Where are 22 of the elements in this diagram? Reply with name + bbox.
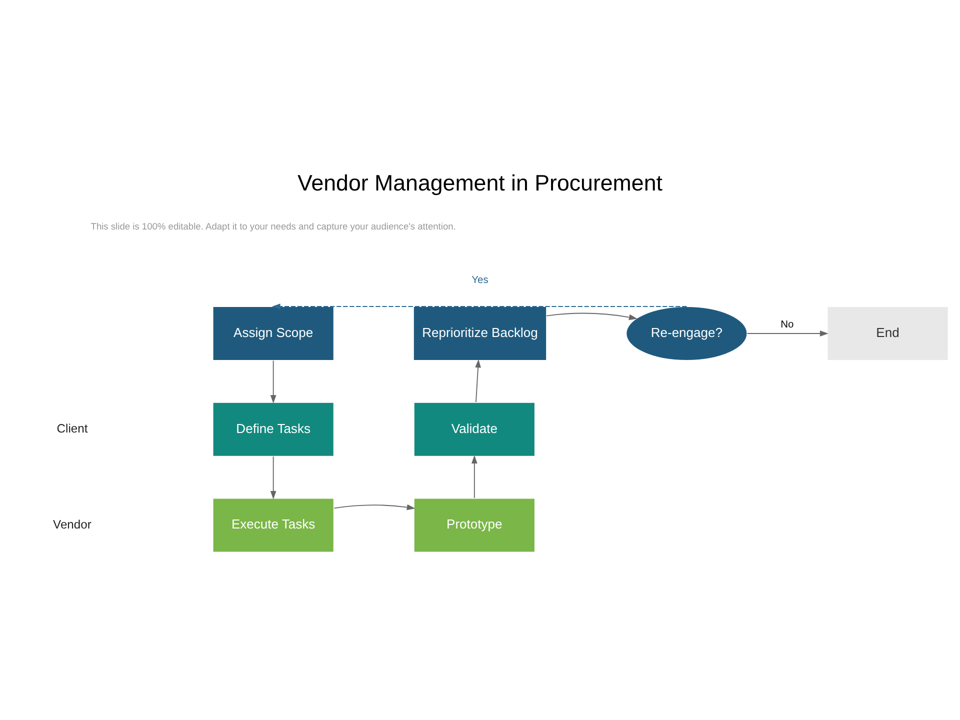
node-box: End <box>826 306 949 360</box>
arrow <box>546 312 638 320</box>
arrow <box>270 456 276 499</box>
arrow <box>334 504 416 510</box>
node-box: Validate <box>413 401 536 456</box>
node-box: Reprioritize Backlog <box>412 306 548 360</box>
edge-label: Yes <box>472 274 488 286</box>
label: Vendor <box>53 516 92 531</box>
node-ellipse: Re-engage? <box>626 306 748 360</box>
node-box: Define Tasks <box>212 401 334 456</box>
diagram-title: Vendor Management in Procurement <box>298 170 662 195</box>
node-box: Execute Tasks <box>212 497 334 552</box>
label: This slide is 100% editable. Adapt it to your needs and capture your audience's attention. <box>90 221 456 232</box>
edge-label: No <box>780 319 794 330</box>
node-box: Prototype <box>413 497 536 552</box>
node-box: Assign Scope <box>212 306 334 360</box>
arrow <box>475 358 481 402</box>
label: Client <box>56 421 88 436</box>
arrow <box>746 330 828 336</box>
arrow <box>270 360 276 403</box>
arrow <box>471 454 478 498</box>
arrow <box>272 303 688 309</box>
